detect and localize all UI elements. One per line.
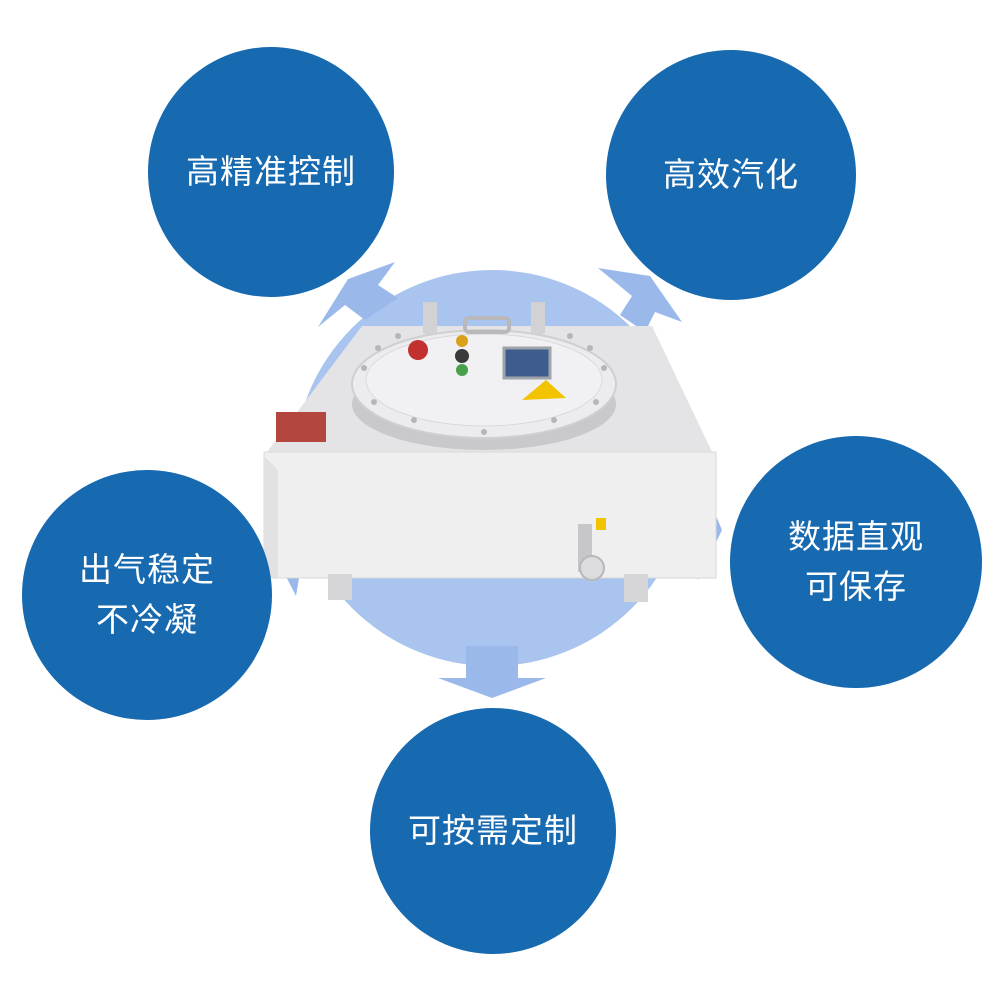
device-side-left: [264, 456, 278, 578]
feature-circle-data-display: 数据直观可保存: [730, 436, 982, 688]
vaporizer-device: [263, 302, 717, 602]
emergency-stop-button: [408, 340, 428, 360]
display-screen: [502, 346, 552, 380]
feature-text-line: 高精准控制: [186, 152, 356, 191]
indicator-light-1: [456, 335, 468, 347]
indicator-light-3: [456, 364, 468, 376]
feature-text-line: 数据直观: [788, 517, 924, 556]
feature-text-line: 出气稳定: [79, 550, 215, 589]
feature-circle-customizable: 可按需定制: [370, 708, 616, 954]
pipe-label: [596, 518, 606, 530]
nameplate: [276, 412, 326, 442]
feature-circle-stable-output: 出气稳定不冷凝: [22, 470, 272, 720]
feature-text-line: 可保存: [805, 567, 907, 606]
arrow-down-icon: [438, 646, 546, 698]
device-foot-left: [328, 574, 352, 600]
warning-label-icon: [522, 380, 566, 400]
device-foot-right: [624, 574, 648, 602]
outlet-valve: [579, 555, 605, 581]
device-front: [263, 451, 717, 579]
lid-bolts: [361, 333, 607, 435]
lid-handle: [463, 316, 511, 334]
arrow-up-left-icon: [318, 262, 398, 327]
indicator-light-2: [455, 349, 469, 363]
arrow-up-right-icon: [598, 268, 682, 332]
device-lid-inner: [365, 333, 603, 427]
feature-circle-precision-control: 高精准控制: [148, 47, 394, 297]
feature-text-line: 不冷凝: [96, 600, 198, 639]
hinge-left: [423, 302, 437, 334]
feature-circle-efficient-vaporization: 高效汽化: [606, 50, 856, 300]
feature-text-line: 可按需定制: [408, 811, 578, 850]
feature-text-line: 高效汽化: [663, 155, 799, 194]
hinge-right: [531, 302, 545, 334]
